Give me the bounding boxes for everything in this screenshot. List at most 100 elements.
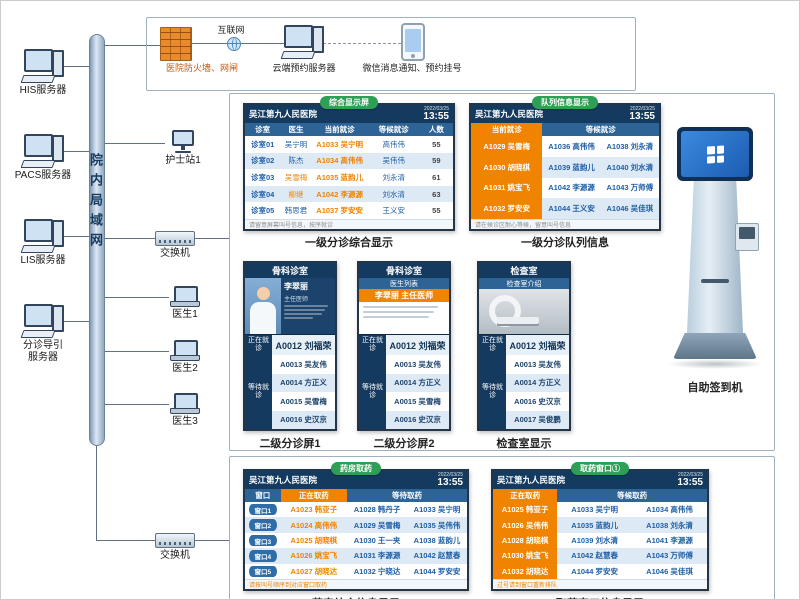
connector-line (57, 151, 89, 152)
kiosk-printer-slot (701, 279, 729, 283)
pickup-window-screen: 取药窗口① 吴江第九人民医院 2022/03/25 13:55 正在取药 等候取… (491, 462, 709, 591)
table-cell: 63 (432, 189, 441, 199)
doctor-3: 医生3 (167, 393, 203, 428)
table-cell: A1028 胡晓棋 (493, 532, 558, 549)
triage-display-zone-box (229, 93, 775, 451)
pacs-server: PACS服务器 (5, 134, 81, 182)
table-cell: 诊室03 (251, 172, 275, 182)
doctor-2: 医生2 (167, 340, 203, 375)
connector-line (105, 143, 165, 144)
current-patient-band: 正在就诊 A0012 刘福荣 (245, 334, 335, 355)
connector-line (194, 238, 229, 239)
kiosk-screen (677, 127, 753, 181)
kiosk-shadow (667, 359, 763, 369)
laptop-icon (170, 393, 200, 414)
doctor-photo (245, 278, 281, 334)
table-cell: A1035 蓝韵儿 (316, 172, 363, 182)
table-cell: A1034 高伟伟 (316, 156, 363, 166)
table-cell: 吴雪梅 (284, 172, 308, 182)
hospital-name: 吴江第九人民医院 (497, 475, 566, 485)
waiting-row: A0015 吴雪梅 (272, 392, 335, 411)
hospital-name: 吴江第九人民医院 (249, 475, 318, 485)
column-header: 等待取药 (392, 491, 423, 500)
screen-header: 吴江第九人民医院 2022/03/25 13:55 (471, 105, 659, 123)
date-text: 2022/03/25 (629, 105, 655, 112)
kiosk-display (681, 131, 749, 177)
clock: 2022/03/25 13:55 (423, 106, 449, 122)
table-header-row: 窗口 正在取药 等待取药 (245, 489, 467, 502)
connector-line (194, 540, 229, 541)
table-cell: A1037 罗安安 (316, 206, 363, 216)
node-label: 医生1 (172, 309, 198, 320)
screen-caption: 一级分诊综合显示 (305, 237, 393, 249)
table-cell: 王义安 (382, 206, 405, 216)
hospital-name: 吴江第九人民医院 (475, 109, 544, 119)
table-cell: A0013 吴友伟 (394, 359, 441, 369)
screen-header: 吴江第九人民医院 2022/03/25 13:55 (245, 105, 453, 123)
screen-bezel: 吴江第九人民医院 2022/03/25 13:55 正在取药 等候取药 A102… (491, 469, 709, 591)
table-cell: 窗口1 (245, 502, 281, 517)
waiting-row: A0014 方正义 (506, 373, 569, 392)
screen-bezel: 骨科诊室 李翠丽 主任医师 正在就诊 A0012 刘福荣 等待就诊 A0013 … (243, 261, 337, 431)
computer-icon (20, 49, 65, 83)
table-cell: 高伟伟 (382, 139, 405, 149)
notice-marquee: 请留意屏幕叫号信息，按序就诊 (245, 219, 453, 229)
current-label: 正在就诊 (479, 335, 506, 355)
table-cell: A1028 韩丹子 (353, 505, 401, 515)
table-cell: A1032 宁晓达 (353, 566, 401, 576)
clock: 2022/03/25 13:55 (437, 471, 463, 488)
screen-badge: 综合显示屏 (320, 96, 378, 109)
table-cell: A1044 王义安 (548, 204, 595, 214)
waiting-label: 等待就诊 (245, 355, 272, 429)
table-cell: A1036 高伟伟 (548, 141, 595, 151)
table-cell: A1026 吴伟伟 (493, 517, 558, 533)
laptop-icon (170, 340, 200, 361)
network-switch-icon (155, 231, 195, 246)
windows-logo-icon (706, 144, 724, 164)
self-checkin-kiosk (663, 127, 767, 377)
column-header: 医生 (288, 125, 304, 134)
screen-bezel: 吴江第九人民医院 2022/03/25 13:55 诊室 医生 当前就诊 等候就… (243, 103, 455, 231)
screen-caption: 取药窗口信息显示 (520, 595, 680, 599)
table-cell: 窗口5 (245, 564, 281, 579)
table-cell: A0017 吴俊鹏 (514, 415, 561, 425)
node-label: 医生3 (172, 416, 198, 427)
node-label: PACS服务器 (14, 170, 72, 181)
current-doctor: 李翠丽 主任医师 (359, 289, 449, 302)
computer-icon (280, 25, 325, 59)
waiting-label: 等待就诊 (359, 355, 386, 429)
waiting-row: A0014 方正义 (272, 373, 335, 392)
computer-icon (20, 219, 65, 253)
waiting-row: A0013 吴友伟 (506, 355, 569, 374)
triage-guide-server: 分诊导引服务器 (5, 304, 81, 363)
table-cell: A1042 赵慧春 (413, 551, 461, 561)
connector-line (57, 236, 89, 237)
room-title: 骨科诊室 (359, 263, 449, 278)
cloud-server-label: 云端预约服务器 (272, 63, 336, 73)
clock: 2022/03/25 13:55 (677, 472, 703, 488)
screen-bezel: 吴江第九人民医院 2022/03/25 13:55 窗口 正在取药 等待取药 窗… (243, 469, 469, 591)
waiting-row: A0014 方正义 (386, 373, 449, 392)
node-label: HIS服务器 (19, 85, 67, 96)
table-cell: A1041 李源源 (646, 536, 693, 546)
screen-header: 吴江第九人民医院 2022/03/25 13:55 (493, 471, 707, 489)
connector-line (105, 351, 169, 352)
table-cell: A1035 蓝韵儿 (571, 520, 618, 530)
waiting-row: A0016 史汉京 (386, 410, 449, 429)
globe-icon (227, 37, 241, 51)
column-header: 等候就诊 (585, 125, 616, 134)
waiting-row: A0013 吴友伟 (272, 355, 335, 374)
column-header: 诊室 (255, 125, 271, 134)
date-text: 2022/03/25 (437, 471, 463, 478)
kiosk-card-reader (735, 223, 759, 251)
connector-line (105, 238, 157, 239)
screen-caption: 药房综合信息显示 (276, 595, 436, 599)
